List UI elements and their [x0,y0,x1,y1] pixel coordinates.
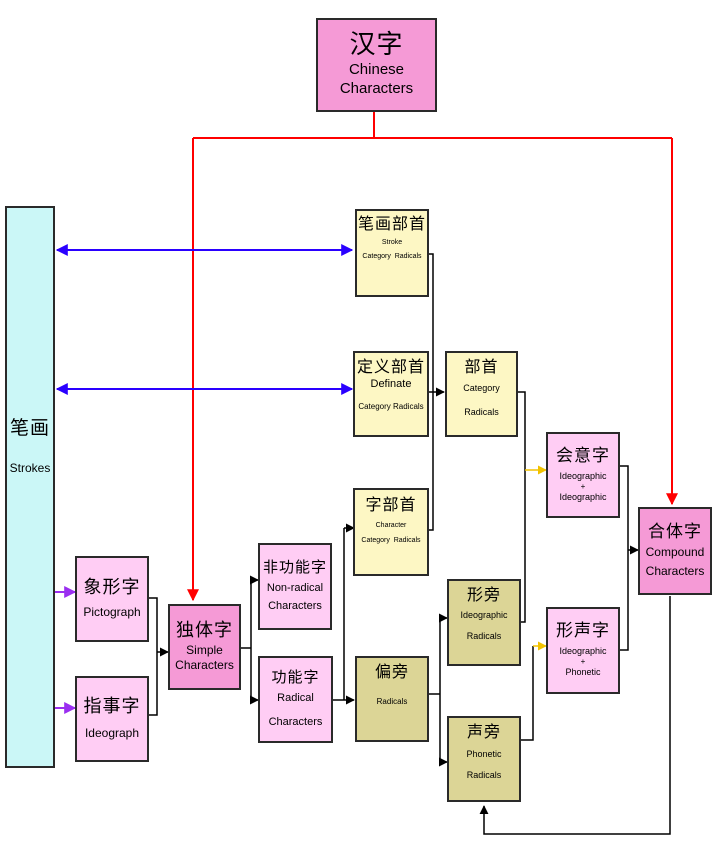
strokes-node: 笔画 Strokes [5,206,55,768]
simple-characters-node: 独体字 Simple Characters [168,604,241,690]
node-en: Ideograph [84,725,140,740]
strokes-to-basic-arrows [55,586,77,714]
node-en: Simple [186,643,223,658]
node-zh: 汉字 [349,30,404,61]
node-en: Pictograph [83,604,141,619]
node-zh: 象形字 [83,577,141,599]
node-zh: 部首 [464,357,499,376]
node-en: Stroke [381,239,403,247]
node-en: Phonetic [466,749,502,760]
radicals-to-compound-type-arrows [525,465,547,651]
node-en: Chinese [348,61,405,79]
node-en: Category [463,383,500,394]
ideographic-plus-phonetic-node: 形声字 Ideographic + Phonetic [546,607,620,694]
node-en: Radicals [464,406,499,417]
ideographic-radicals-node: 形旁 Ideographic Radicals [447,579,521,666]
node-zh: 字部首 [365,495,417,514]
node-zh: 形声字 [556,621,610,642]
phonetic-radicals-node: 声旁 Phonetic Radicals [447,716,521,802]
node-en: Non-radical [266,582,324,595]
chinese-characters-node: 汉字 Chinese Characters [316,18,437,112]
node-en: Phonetic [565,667,601,678]
stroke-category-radicals-node: 笔画部首 Stroke Category Radicals [355,209,429,297]
node-zh: 指事字 [83,696,141,718]
node-en: Character [375,522,407,530]
strokes-radical-arrows [55,244,354,395]
tree-lines [149,253,671,835]
node-en: Category Radicals [362,253,422,261]
category-radicals-node: 部首 Category Radicals [445,351,518,437]
definate-category-radicals-node: 定义部首 Definate Category Radicals [353,351,429,437]
node-en: Category Radicals [361,537,421,545]
root-split-arrows [187,112,678,602]
node-zh: 形旁 [466,585,501,604]
node-zh: 笔画 [9,416,50,439]
node-en: Radical [277,692,314,705]
node-en: + [580,657,586,667]
node-en: Strokes [9,461,51,476]
node-en: Radicals [466,630,502,641]
node-zh: 独体字 [176,619,233,641]
non-radical-characters-node: 非功能字 Non-radical Characters [258,543,332,630]
node-zh: 合体字 [648,522,702,543]
ideograph-node: 指事字 Ideograph [75,676,149,762]
node-zh: 非功能字 [262,558,327,577]
radicals-node: 偏旁 Radicals [355,656,429,742]
compound-characters-node: 合体字 Compound Characters [638,507,712,595]
node-en: Characters [645,563,705,578]
node-en: Definate [370,378,412,391]
node-zh: 功能字 [271,668,320,687]
node-en: Ideographic [559,646,607,657]
node-en: Radicals [466,769,502,780]
node-zh: 笔画部首 [357,214,426,233]
node-en: Compound [645,544,705,559]
radical-characters-node: 功能字 Radical Characters [258,656,333,743]
node-en: Ideographic [559,491,607,502]
node-en: Characters [268,716,323,729]
node-zh: 声旁 [466,722,501,741]
node-en: Radicals [376,697,408,707]
node-zh: 定义部首 [356,357,425,376]
node-en: Characters [339,79,414,97]
node-zh: 会意字 [556,445,610,466]
node-en: Category Radicals [358,402,424,412]
node-en: Characters [175,658,234,673]
node-en: Ideographic [460,610,508,621]
node-en: Characters [268,600,322,613]
node-en: Ideographic [559,470,607,481]
ideographic-plus-ideographic-node: 会意字 Ideographic + Ideographic [546,432,620,518]
node-zh: 偏旁 [374,662,409,681]
pictograph-node: 象形字 Pictograph [75,556,149,642]
character-category-radicals-node: 字部首 Character Category Radicals [353,488,429,576]
node-en: + [580,481,586,491]
